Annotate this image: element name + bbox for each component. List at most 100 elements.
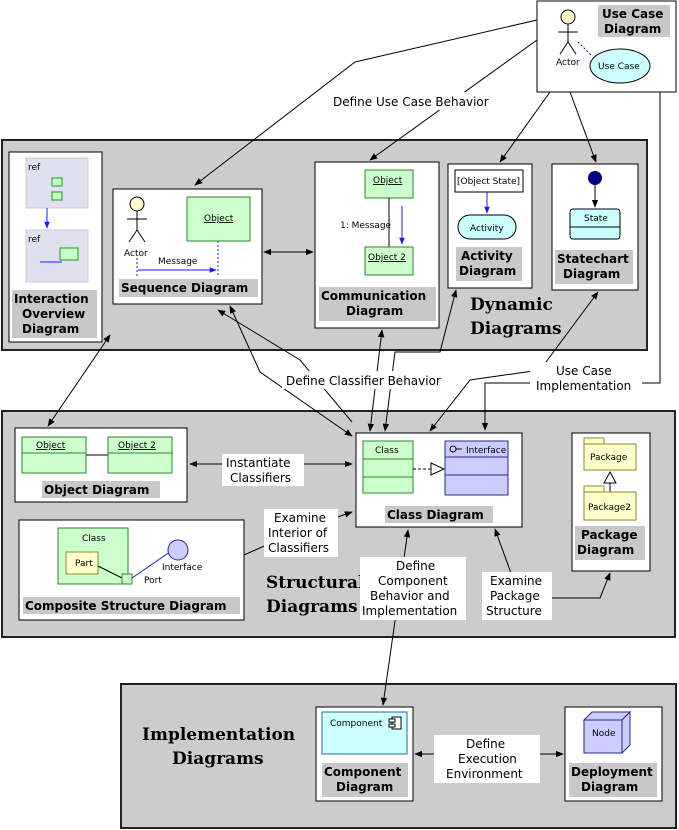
implementation-diagrams-title: Implementation Diagrams	[142, 725, 295, 769]
svg-text:Composite Structure Diagram: Composite Structure Diagram	[25, 599, 226, 613]
svg-text:Define Use Case Behavior: Define Use Case Behavior	[333, 95, 489, 109]
package-diagram: Package Package2 Package Diagram	[571, 432, 651, 572]
svg-text:Diagrams: Diagrams	[172, 749, 264, 769]
component-icon	[388, 716, 402, 730]
svg-text:Actor: Actor	[124, 249, 148, 259]
svg-text:Diagram: Diagram	[563, 267, 620, 281]
svg-text:Package: Package	[590, 453, 628, 463]
structural-diagrams-title: Structural Diagrams	[266, 573, 365, 617]
svg-text:Component: Component	[324, 765, 402, 779]
node-icon	[582, 710, 632, 755]
svg-text:Component: Component	[378, 574, 448, 588]
svg-text:ref: ref	[28, 163, 41, 173]
svg-text:Object Diagram: Object Diagram	[44, 483, 149, 497]
svg-text:Interface: Interface	[466, 446, 507, 456]
svg-text:Package: Package	[581, 528, 638, 542]
svg-text:[Object State]: [Object State]	[457, 177, 520, 187]
svg-text:Node: Node	[592, 729, 616, 739]
svg-text:Diagrams: Diagrams	[470, 319, 562, 339]
svg-text:Implementation: Implementation	[362, 604, 457, 618]
svg-text:Diagram: Diagram	[577, 543, 634, 557]
svg-text:Dynamic: Dynamic	[470, 295, 553, 315]
svg-text:Statechart: Statechart	[557, 252, 629, 266]
svg-text:Define: Define	[396, 559, 435, 573]
svg-text:1: Message: 1: Message	[340, 221, 392, 231]
svg-text:Actor: Actor	[556, 58, 580, 68]
svg-text:Sequence Diagram: Sequence Diagram	[121, 281, 248, 295]
actor-icon	[558, 9, 578, 55]
svg-text:Use Case: Use Case	[602, 7, 663, 21]
svg-text:Object: Object	[373, 176, 403, 186]
svg-text:Implementation: Implementation	[536, 379, 631, 393]
svg-text:ref: ref	[28, 235, 41, 245]
package-icon	[583, 437, 637, 471]
svg-text:Object 2: Object 2	[368, 253, 406, 263]
svg-text:Interface: Interface	[162, 563, 203, 573]
relation-define-use-case-behavior: Define Use Case Behavior	[330, 92, 498, 110]
svg-text:Package2: Package2	[588, 503, 631, 513]
relation-examine-package: Examine Package Structure	[482, 572, 552, 620]
svg-text:Examine: Examine	[490, 574, 542, 588]
component-diagram: Component Component Diagram	[315, 706, 414, 802]
svg-text:Implementation: Implementation	[142, 725, 295, 745]
deployment-diagram: Node Deployment Diagram	[564, 706, 663, 802]
svg-text:Environment: Environment	[446, 767, 523, 781]
svg-text:Part: Part	[75, 559, 93, 569]
relation-define-classifier-behavior: Define Classifier Behavior	[282, 371, 454, 389]
class-diagram: Class Interface Class Diagram	[355, 432, 523, 528]
svg-text:Execution: Execution	[458, 752, 517, 766]
svg-text:Component: Component	[330, 719, 383, 729]
activity-diagram: [Object State] Activity Activity Diagram	[447, 163, 533, 289]
svg-text:Diagram: Diagram	[346, 304, 403, 318]
svg-text:Object: Object	[36, 441, 66, 451]
svg-text:Define: Define	[466, 737, 505, 751]
svg-text:Diagrams: Diagrams	[266, 597, 358, 617]
interface-icon	[167, 539, 189, 561]
svg-text:Activity: Activity	[470, 224, 504, 234]
use-case-diagram: Actor Use Case Use Case Diagram	[536, 0, 677, 93]
svg-text:Class Diagram: Class Diagram	[387, 508, 484, 522]
svg-text:Class: Class	[375, 446, 399, 456]
svg-text:Classifiers: Classifiers	[230, 471, 291, 485]
svg-text:Diagram: Diagram	[22, 322, 79, 336]
interface-icon	[449, 445, 462, 453]
svg-text:Communication: Communication	[321, 289, 426, 303]
svg-text:Structure: Structure	[486, 604, 542, 618]
composite-structure-diagram: Class Part Port Interface Composite Stru…	[18, 519, 245, 621]
svg-text:Structural: Structural	[266, 573, 365, 593]
relation-use-case-implementation: Use Case Implementation	[530, 362, 642, 394]
svg-text:Class: Class	[82, 534, 106, 544]
svg-text:Diagram: Diagram	[336, 780, 393, 794]
svg-text:Object: Object	[204, 214, 234, 224]
relation-instantiate-classifiers: Instantiate Classifiers	[222, 454, 304, 486]
svg-text:Activity: Activity	[461, 249, 513, 263]
svg-text:Interior of: Interior of	[268, 526, 328, 540]
svg-text:Diagram: Diagram	[581, 780, 638, 794]
package-icon	[583, 485, 637, 521]
interaction-overview-diagram: ref ref Interaction Overview Diagram	[8, 151, 103, 343]
svg-text:Package: Package	[490, 589, 540, 603]
svg-text:Message: Message	[158, 257, 198, 267]
svg-text:Define Classifier Behavior: Define Classifier Behavior	[286, 374, 441, 388]
statechart-diagram: State Statechart Diagram	[551, 163, 639, 291]
svg-text:Examine: Examine	[274, 511, 326, 525]
relation-define-execution: Define Execution Environment	[434, 735, 540, 783]
svg-text:Port: Port	[144, 576, 162, 586]
svg-text:Use Case: Use Case	[598, 62, 640, 72]
relation-define-component: Define Component Behavior and Implementa…	[360, 557, 466, 620]
svg-text:Interaction: Interaction	[14, 292, 89, 306]
relation-examine-interior: Examine Interior of Classifiers	[264, 509, 338, 557]
svg-text:State: State	[584, 214, 608, 224]
svg-text:Behavior and: Behavior and	[370, 589, 450, 603]
svg-text:Object 2: Object 2	[118, 441, 156, 451]
svg-text:Overview: Overview	[22, 307, 85, 321]
sequence-diagram: Actor Object Message Sequence Diagram	[112, 188, 263, 305]
actor-icon	[127, 196, 147, 243]
communication-diagram: Object 1: Message Object 2 Communication…	[314, 161, 440, 329]
svg-text:Instantiate: Instantiate	[226, 456, 291, 470]
svg-text:Deployment: Deployment	[571, 765, 653, 779]
svg-text:Use Case: Use Case	[556, 364, 612, 378]
svg-text:Classifiers: Classifiers	[268, 541, 329, 555]
object-diagram: Object Object 2 Object Diagram	[14, 427, 188, 503]
